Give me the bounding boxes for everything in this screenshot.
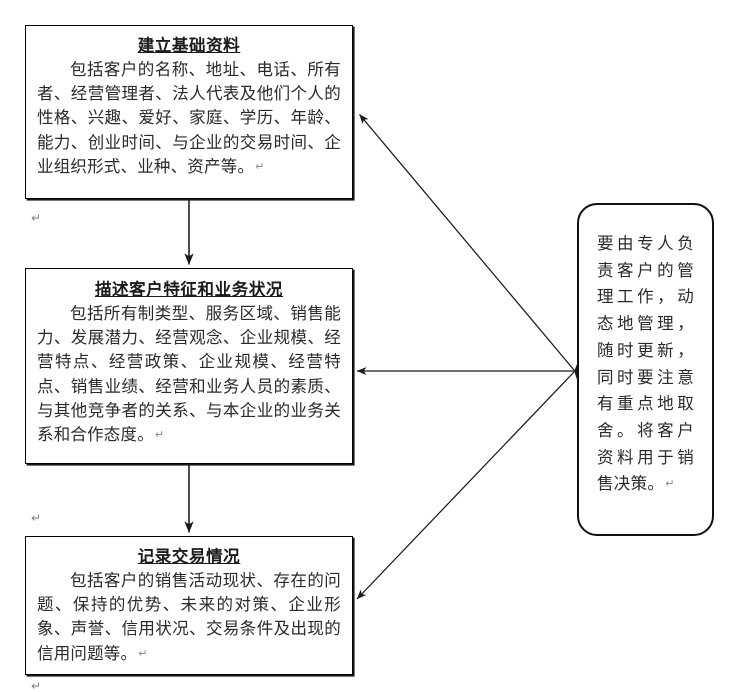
paragraph-mark-1: ↵ bbox=[31, 211, 42, 225]
node-body: 要由专人负责客户的管理工作，动态地管理，随时更新，同时要注意有重点地取舍。将客户… bbox=[597, 234, 694, 494]
paragraph-mark-icon: ↵ bbox=[255, 159, 265, 173]
paragraph-mark-2: ↵ bbox=[31, 511, 42, 525]
paragraph-mark-icon: ↵ bbox=[665, 477, 675, 491]
paragraph-mark-icon: ↵ bbox=[154, 428, 165, 442]
node-body: 包括客户的名称、地址、电话、所有者、经营管理者、法人代表及他们个人的性格、兴趣、… bbox=[37, 59, 341, 176]
connector-n4-to-n1 bbox=[359, 114, 583, 380]
node-body: 包括客户的销售活动现状、存在的问题、保持的优势、未来的对策、企业形象、声誉、信用… bbox=[37, 570, 341, 663]
node-title: 建立基础资料 bbox=[137, 36, 241, 55]
paragraph-mark-3: ↵ bbox=[31, 679, 42, 692]
paragraph-mark-icon: ↵ bbox=[138, 646, 148, 660]
node-dedicated-management-note[interactable]: 要由专人负责客户的管理工作，动态地管理，随时更新，同时要注意有重点地取舍。将客户… bbox=[577, 203, 714, 536]
node-title: 描述客户特征和业务状况 bbox=[94, 280, 284, 299]
connector-n4-to-n3 bbox=[356, 362, 584, 600]
node-describe-customer-features[interactable]: 描述客户特征和业务状况 包括所有制类型、服务区域、销售能力、发展潜力、经营观念、… bbox=[25, 268, 353, 464]
node-establish-basic-data[interactable]: 建立基础资料 包括客户的名称、地址、电话、所有者、经营管理者、法人代表及他们个人… bbox=[25, 25, 353, 199]
node-title: 记录交易情况 bbox=[137, 547, 241, 566]
node-record-transactions[interactable]: 记录交易情况 包括客户的销售活动现状、存在的问题、保持的优势、未来的对策、企业形… bbox=[25, 536, 353, 675]
node-body: 包括所有制类型、服务区域、销售能力、发展潜力、经营观念、企业规模、经营特点、经营… bbox=[37, 303, 341, 445]
